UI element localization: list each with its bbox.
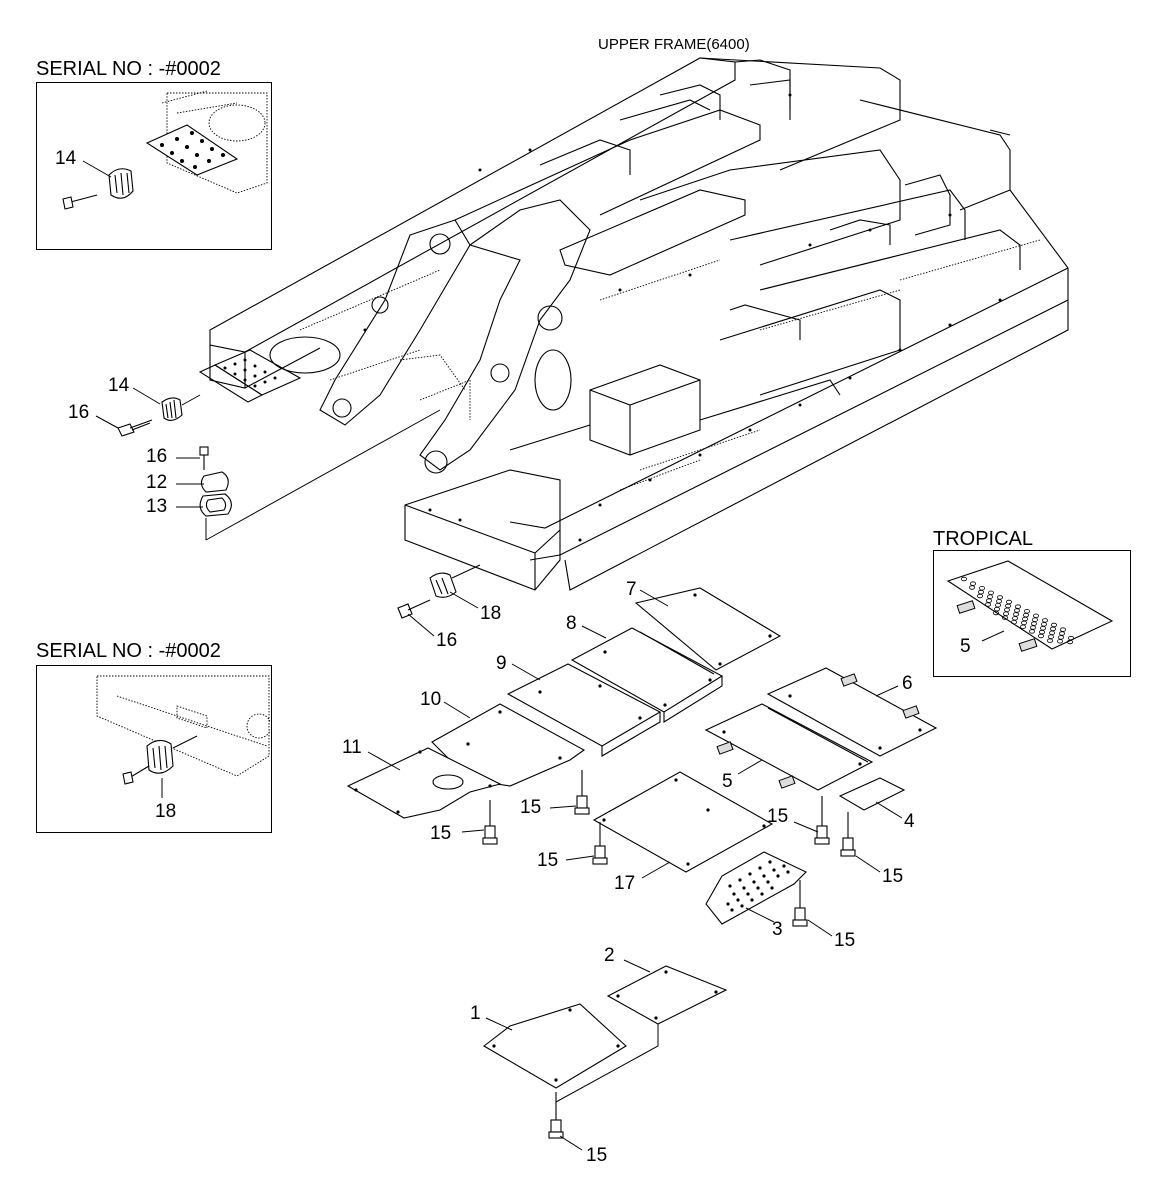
cover-7 (634, 587, 782, 671)
inset-middle-drawing (96, 675, 272, 798)
callout-11: 11 (342, 737, 362, 758)
callout-15-b: 15 (520, 797, 542, 818)
cover-4 (838, 777, 906, 811)
cover-11 (346, 747, 502, 819)
perforation-hole (960, 576, 967, 582)
cover-5 (704, 703, 874, 791)
callout-13: 13 (146, 496, 168, 517)
inset-middle-caption: SERIAL NO : -#0002 (36, 640, 221, 662)
callout-16-lower: 16 (436, 630, 458, 651)
inset-tropical-panel: 5 (933, 550, 1131, 677)
callout-16-upper: 16 (68, 402, 90, 423)
cover-1 (483, 1003, 627, 1089)
callout-10: 10 (420, 689, 442, 710)
callout-14: 14 (108, 375, 130, 396)
gasket-13 (199, 493, 232, 517)
inset-tropical-caption: TROPICAL (933, 528, 1034, 550)
inset-top-callout-14: 14 (55, 148, 77, 169)
cover-17 (592, 771, 774, 873)
inset-middle-callout-18: 18 (155, 801, 177, 822)
bolt-15 (482, 770, 856, 1139)
perforation-hole (977, 593, 984, 599)
callout-15-e: 15 (882, 866, 904, 887)
cover-3-perforated (705, 851, 807, 925)
perforation-hole (993, 610, 1000, 616)
perforation-hole (1066, 639, 1073, 645)
perforation-hole (969, 585, 976, 590)
perforation-hole (1057, 639, 1064, 644)
callout-8: 8 (566, 613, 577, 634)
cover-8 (570, 627, 724, 723)
callout-18: 18 (480, 603, 502, 624)
callout-12: 12 (146, 472, 168, 493)
bolt-16-lower (397, 599, 431, 619)
callout-17: 17 (614, 873, 636, 894)
perforation-hole (1002, 615, 1009, 620)
perforation-hole (1029, 629, 1036, 634)
callout-leaders (95, 387, 903, 1151)
perforation-hole (1020, 624, 1027, 629)
inset-top-caption: SERIAL NO : -#0002 (36, 58, 221, 80)
callout-15-f: 15 (834, 930, 856, 951)
perforation-hole (985, 602, 992, 607)
inset-middle-panel: 18 (36, 665, 272, 833)
callout-4: 4 (904, 811, 915, 832)
callout-15-c: 15 (537, 850, 559, 871)
cover-6 (766, 667, 938, 757)
cover-14-step (161, 394, 201, 421)
callout-6: 6 (902, 673, 913, 694)
perforation-hole (1047, 638, 1054, 643)
inset-top-panel: 14 (36, 82, 272, 250)
perforation-hole (1011, 619, 1018, 625)
callout-15-a: 15 (430, 823, 452, 844)
upper-frame-drawing (198, 57, 1069, 591)
bolt-16-upper (117, 419, 153, 437)
callout-15-g: 15 (586, 1145, 608, 1166)
assembly-leader-line (205, 409, 441, 541)
cover-12 (200, 471, 229, 493)
callout-15-d: 15 (767, 806, 789, 827)
callout-1: 1 (470, 1003, 481, 1024)
leader-1-2 (555, 1024, 659, 1103)
inset-tropical-callout-5: 5 (960, 636, 971, 657)
diagram-title: UPPER FRAME(6400) (598, 36, 750, 53)
cover-9 (506, 663, 662, 757)
callout-3: 3 (772, 919, 783, 940)
bolt-16-mid (199, 446, 209, 470)
callout-5: 5 (722, 771, 733, 792)
cover-2 (606, 965, 728, 1025)
callout-2: 2 (604, 945, 615, 966)
cover-18 (429, 564, 481, 598)
callout-16-mid: 16 (146, 446, 168, 467)
inset-tropical-drawing (946, 560, 1114, 652)
callout-7: 7 (626, 579, 637, 600)
callout-9: 9 (496, 653, 507, 674)
perforation-hole (1038, 633, 1045, 639)
inset-top-drawing (62, 90, 268, 210)
